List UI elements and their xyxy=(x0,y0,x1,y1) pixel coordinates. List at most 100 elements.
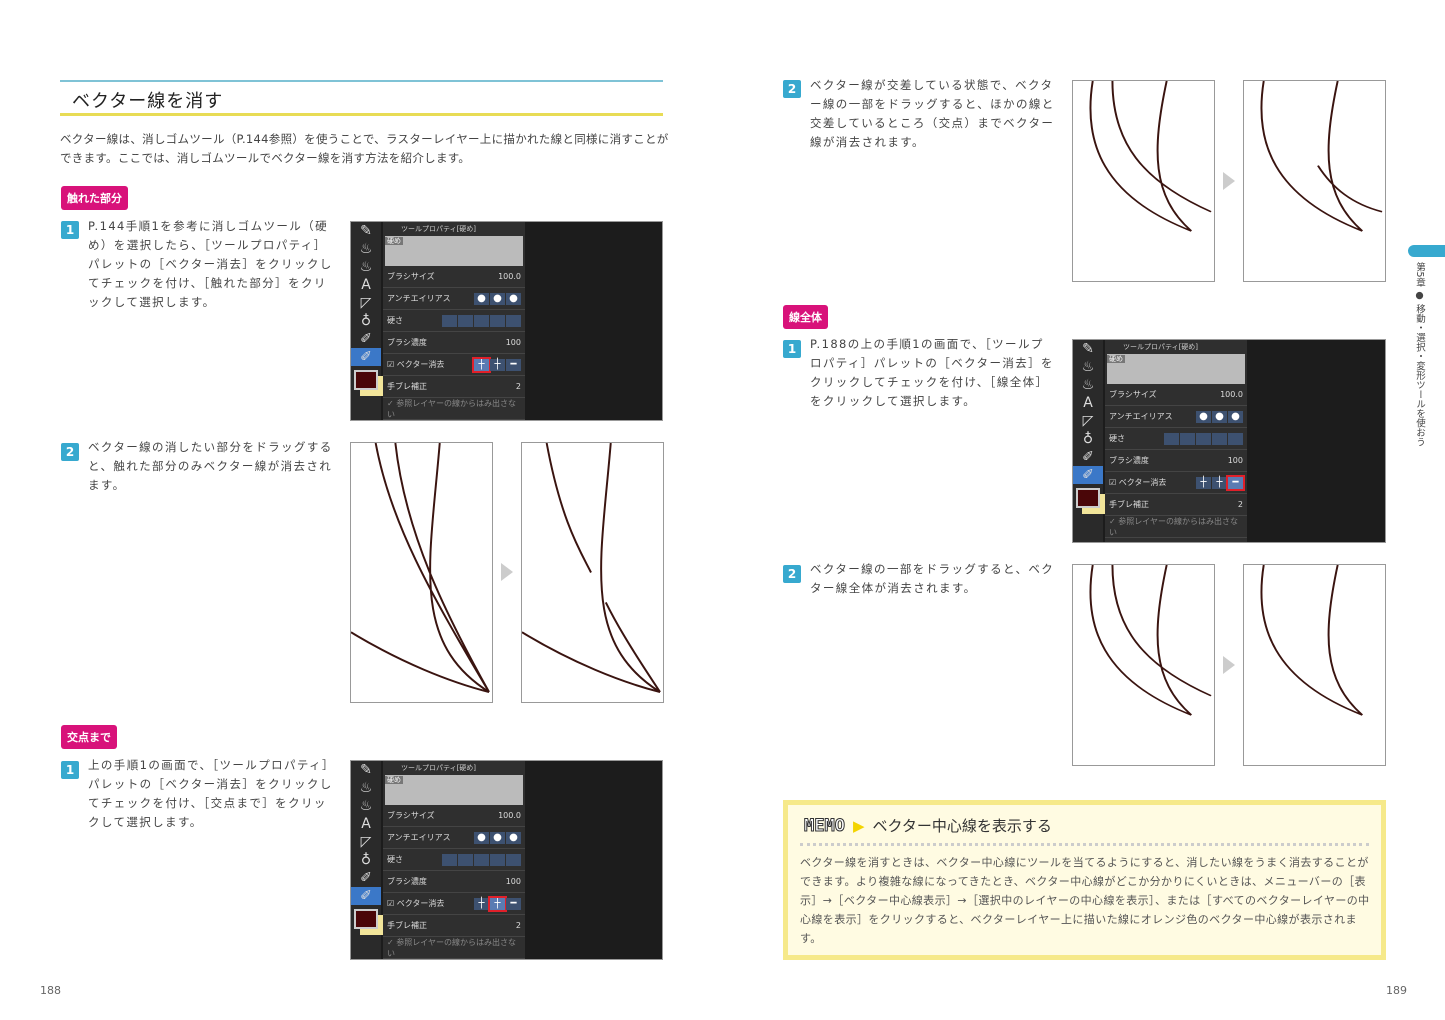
memo-label: MEMO xyxy=(804,816,846,837)
antialias-options[interactable]: ●●● xyxy=(474,831,521,844)
eraser-icon[interactable]: ♨ xyxy=(1081,377,1095,393)
text-icon[interactable]: A xyxy=(1083,395,1093,411)
memo-heading: MEMO▶ベクター中心線を表示する xyxy=(804,815,1052,837)
hardness-label: 硬さ xyxy=(387,316,403,325)
fill-icon[interactable]: ♁ xyxy=(1082,431,1094,447)
preview-label: 硬め xyxy=(385,776,403,784)
brush-size-value[interactable]: 100.0 xyxy=(498,811,521,820)
page-title: ベクター線を消す xyxy=(72,91,224,112)
eyedropper-icon[interactable]: ✎ xyxy=(360,762,372,778)
ref-layer-checkbox[interactable]: ✓ 参照レイヤーの線からはみ出さない xyxy=(387,937,517,958)
frame-icon[interactable]: ◸ xyxy=(360,295,372,311)
vector-erase-checkbox[interactable]: ☑ ベクター消去 xyxy=(387,360,445,369)
text-icon[interactable]: A xyxy=(361,816,371,832)
erase-mode-intersection-button[interactable]: ┼ xyxy=(488,895,507,912)
intro-text: ベクター線は、消しゴムツール（P.144参照）を使うことで、ラスターレイヤー上に… xyxy=(60,132,669,165)
erase-mode-touched-button[interactable]: ┼ xyxy=(1196,476,1211,489)
page-number: 189 xyxy=(1386,984,1407,997)
vector-erase-label: ベクター消去 xyxy=(396,899,445,908)
line-art xyxy=(350,442,490,694)
vector-eraser-icon[interactable]: ✐ xyxy=(351,887,381,905)
ref-layer-checkbox[interactable]: ✓ 参照レイヤーの線からはみ出さない xyxy=(387,398,517,419)
brush-size-value[interactable]: 100.0 xyxy=(498,272,521,281)
divider xyxy=(800,843,1369,846)
stabilization-label: 手ブレ補正 xyxy=(387,382,427,391)
eyedropper-icon[interactable]: ✎ xyxy=(1082,341,1094,357)
preview-label: 硬め xyxy=(1107,355,1125,363)
panel-tab[interactable]: ツールプロパティ[硬め] xyxy=(401,225,477,233)
erase-mode-touched-button[interactable]: ┼ xyxy=(474,897,489,910)
frame-icon[interactable]: ◸ xyxy=(1082,413,1094,429)
color-swatch[interactable] xyxy=(354,370,378,390)
brush-size-label: ブラシサイズ xyxy=(1109,390,1157,399)
frame-icon[interactable]: ◸ xyxy=(360,834,372,850)
density-value[interactable]: 100 xyxy=(505,877,521,886)
erase-mode-intersection-button[interactable]: ┼ xyxy=(490,358,505,371)
eraser-icon[interactable]: ♨ xyxy=(1081,359,1095,375)
ref-layer-checkbox[interactable]: ✓ 参照レイヤーの線からはみ出さない xyxy=(1109,516,1239,537)
erase-mode-whole-button[interactable]: ━ xyxy=(1226,474,1245,491)
hardness-options[interactable] xyxy=(1164,432,1243,445)
memo-body: ベクター線を消すときは、ベクター中心線にツールを当てるようにすると、消したい線を… xyxy=(800,856,1370,945)
eraser-icon[interactable]: ♨ xyxy=(359,798,373,814)
vector-erase-checkbox[interactable]: ☑ ベクター消去 xyxy=(387,899,445,908)
panel-tab[interactable]: ツールプロパティ[硬め] xyxy=(401,764,477,772)
ref-layer-label: 参照レイヤーの線からはみ出さない xyxy=(387,937,517,958)
line-art-before xyxy=(1072,80,1215,282)
density-label: ブラシ濃度 xyxy=(387,877,427,886)
eyedropper-icon[interactable]: ✎ xyxy=(360,223,372,239)
memo-box: MEMO▶ベクター中心線を表示する ベクター線を消すときは、ベクター中心線にツー… xyxy=(783,800,1386,960)
erase-mode-intersection-button[interactable]: ┼ xyxy=(1212,476,1227,489)
color-swatch[interactable] xyxy=(1076,488,1100,508)
brush-preview: 硬め xyxy=(385,775,523,805)
hardness-options[interactable] xyxy=(442,853,521,866)
step-text: ベクター線が交差している状態で、ベクター線の一部をドラッグすると、ほかの線と交差… xyxy=(810,78,1055,149)
brush-preview: 硬め xyxy=(1107,354,1245,384)
erase-mode-whole-button[interactable]: ━ xyxy=(506,358,521,371)
density-value[interactable]: 100 xyxy=(505,338,521,347)
pen-icon[interactable]: ✐ xyxy=(1082,449,1094,465)
erase-mode-touched-button[interactable]: ┼ xyxy=(472,356,491,373)
chapter-label: 第5章 ● 移動・選択・変形ツールを使おう xyxy=(1414,262,1425,447)
antialias-options[interactable]: ●●● xyxy=(474,292,521,305)
line-art xyxy=(521,442,661,694)
pen-icon[interactable]: ✐ xyxy=(360,870,372,886)
line-art xyxy=(1089,564,1212,716)
line-art xyxy=(1260,564,1364,716)
fill-icon[interactable]: ♁ xyxy=(360,852,372,868)
density-value[interactable]: 100 xyxy=(1227,456,1243,465)
vector-eraser-icon[interactable]: ✐ xyxy=(351,348,381,366)
density-label: ブラシ濃度 xyxy=(1109,456,1149,465)
toolbar: ✎ ♨ ♨ A ◸ ♁ ✐✐ xyxy=(1073,340,1103,542)
erase-mode-whole-button[interactable]: ━ xyxy=(506,897,521,910)
antialias-label: アンチエイリアス xyxy=(387,294,451,303)
eraser-icon[interactable]: ♨ xyxy=(359,241,373,257)
line-art-before xyxy=(350,442,493,703)
color-swatch[interactable] xyxy=(354,909,378,929)
tag-whole-line: 線全体 xyxy=(783,305,828,329)
pen-icon[interactable]: ✐ xyxy=(360,331,372,347)
stabilization-value[interactable]: 2 xyxy=(1237,500,1243,509)
eraser-icon[interactable]: ♨ xyxy=(359,259,373,275)
stabilization-value[interactable]: 2 xyxy=(515,382,521,391)
stabilization-label: 手ブレ補正 xyxy=(387,921,427,930)
toolbar: ✎ ♨ ♨ A ◸ ♁ ✐✐ xyxy=(351,761,381,959)
step-number: 1 xyxy=(783,340,801,358)
text-icon[interactable]: A xyxy=(361,277,371,293)
vector-erase-checkbox[interactable]: ☑ ベクター消去 xyxy=(1109,478,1167,487)
stabilization-value[interactable]: 2 xyxy=(515,921,521,930)
tag-to-intersection: 交点まで xyxy=(61,725,117,749)
hardness-options[interactable] xyxy=(442,314,521,327)
line-art-after xyxy=(1243,564,1386,766)
arrow-icon xyxy=(1223,656,1235,674)
eraser-icon[interactable]: ♨ xyxy=(359,780,373,796)
antialias-options[interactable]: ●●● xyxy=(1196,410,1243,423)
page-number: 188 xyxy=(40,984,61,997)
brush-size-value[interactable]: 100.0 xyxy=(1220,390,1243,399)
fill-icon[interactable]: ♁ xyxy=(360,313,372,329)
step-text: 上の手順1の画面で、［ツールプロパティ］パレットの［ベクター消去］をクリックして… xyxy=(88,758,333,829)
vector-eraser-icon[interactable]: ✐ xyxy=(1073,466,1103,484)
panel-tab[interactable]: ツールプロパティ[硬め] xyxy=(1123,343,1199,351)
brush-size-label: ブラシサイズ xyxy=(387,272,435,281)
